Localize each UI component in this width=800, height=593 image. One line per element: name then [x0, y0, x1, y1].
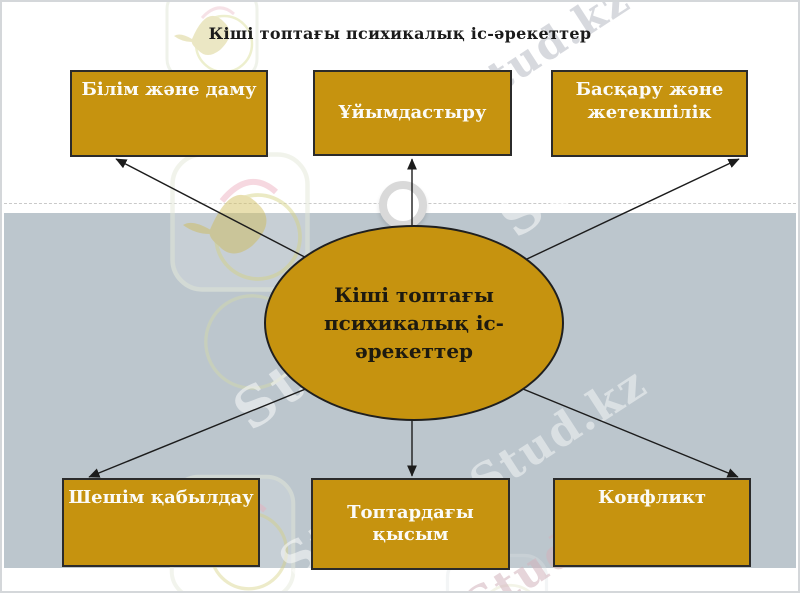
- node-label: Топтардағы қысым: [347, 501, 474, 546]
- node-basqaru-zhane-zhetekshilik: Басқару және жетекшілік: [551, 70, 748, 157]
- node-label: Шешім қабылдау: [68, 487, 254, 508]
- page-title: Кіші топтағы психикалық іс-әрекеттер: [208, 24, 592, 43]
- node-label: Конфликт: [598, 487, 706, 508]
- node-label: Басқару және жетекшілік: [575, 79, 724, 123]
- node-uiymdastyru: Ұйымдастыру: [313, 70, 512, 156]
- node-label: Білім және даму: [81, 79, 257, 100]
- node-label: Ұйымдастыру: [338, 101, 487, 123]
- node-sheshim-qabyldau: Шешім қабылдау: [62, 478, 260, 567]
- ring-ornament: [379, 181, 427, 229]
- node-bilim-zhane-damu: Білім және даму: [70, 70, 268, 157]
- node-konflikt: Конфликт: [553, 478, 751, 567]
- node-toptardagy-qysym: Топтардағы қысым: [311, 478, 510, 570]
- center-ellipse-node: Кіші топтағы психикалық іс-әрекеттер: [264, 225, 564, 421]
- center-ellipse-label: Кіші топтағы психикалық іс-әрекеттер: [324, 283, 504, 363]
